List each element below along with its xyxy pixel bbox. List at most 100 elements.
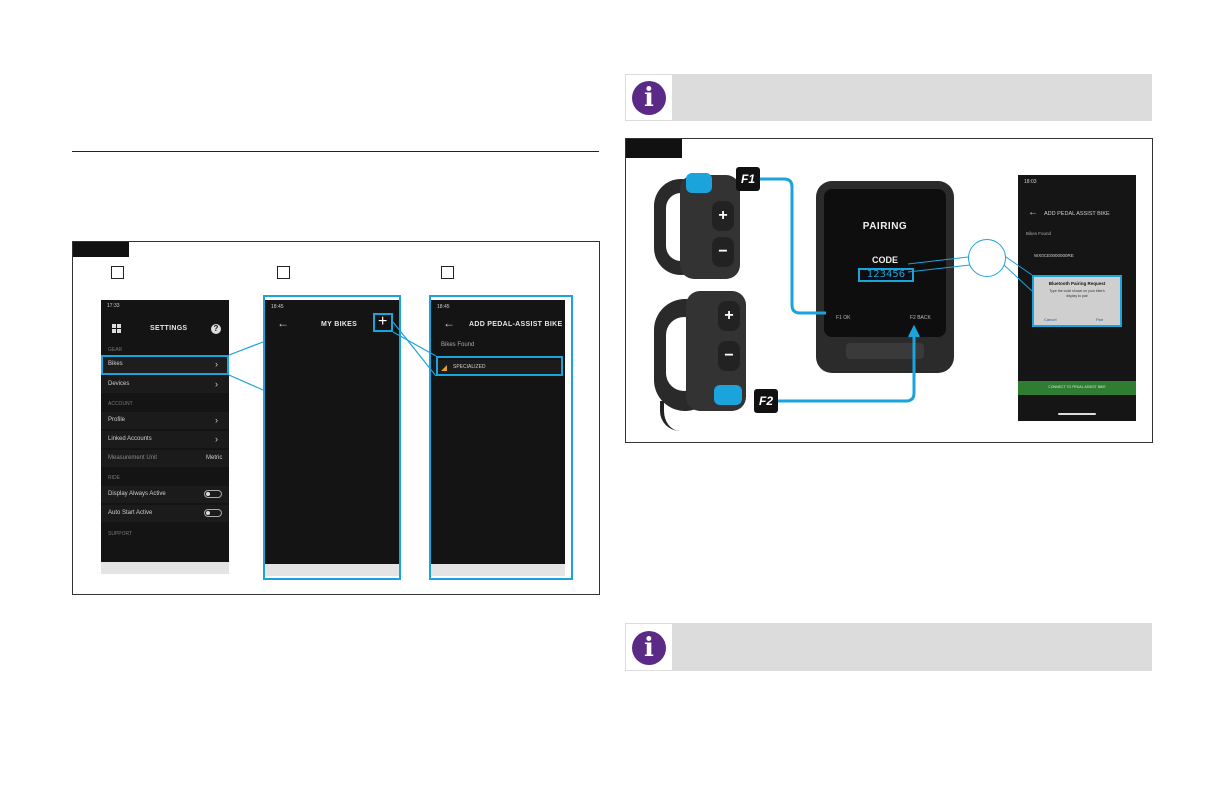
nav-bar	[265, 564, 399, 576]
section-header-bikes-found: Bikes Found	[441, 342, 475, 348]
plus-icon: +	[378, 313, 388, 330]
f2-badge: F2	[754, 389, 778, 413]
figure-frame-right: + − + − F1 F2 PAIRING CODE 123456 F1 OK …	[625, 138, 1153, 443]
page-title: MY BIKES	[321, 321, 358, 328]
row-value: Metric	[206, 455, 223, 461]
back-arrow-icon[interactable]: ←	[443, 316, 455, 330]
settings-row-display-active[interactable]: Display Always Active	[101, 486, 229, 503]
section-header-gear: GEAR	[108, 347, 123, 353]
settings-phone-screen: 17:33 SETTINGS ? GEAR Bikes › Devices › …	[101, 300, 229, 574]
section-header-account: ACCOUNT	[108, 401, 133, 407]
info-icon-box: i	[625, 74, 673, 121]
found-bike-name: SPECIALIZED	[453, 364, 486, 370]
display-line-pairing: PAIRING	[862, 221, 908, 232]
dialog-pair-button[interactable]: Pair	[1096, 317, 1104, 322]
page-title: ADD PEDAL ASSIST BIKE	[1044, 211, 1110, 217]
highlight-add-bike	[429, 295, 573, 580]
step-box-2	[277, 266, 290, 279]
f1-badge: F1	[736, 167, 760, 191]
info-note-top: i	[625, 74, 1152, 121]
connect-button[interactable]: CONNECT TO PEDAL ASSIST BIKE	[1018, 381, 1136, 395]
grid-icon[interactable]	[112, 324, 121, 333]
minus-button-icon[interactable]: −	[718, 341, 740, 371]
back-arrow-icon[interactable]: ←	[277, 316, 289, 330]
dialog-cancel-button[interactable]: Cancel	[1044, 317, 1057, 322]
pairing-dialog: Bluetooth Pairing Request Type the code …	[1032, 275, 1122, 327]
highlight-found-bike	[436, 356, 563, 376]
section-header-ride: RIDE	[108, 475, 120, 481]
callout-circle	[968, 239, 1006, 277]
dialog-body: Type the code shown on your bike's displ…	[1049, 289, 1105, 298]
status-time: 18:03	[1024, 179, 1037, 185]
status-time: 18:45	[437, 304, 450, 310]
toggle-switch[interactable]	[204, 509, 222, 517]
chevron-right-icon: ›	[215, 359, 218, 369]
highlight-bikes-row	[101, 355, 229, 375]
add-bike-phone-screen: 18:45 ← ADD PEDAL-ASSIST BIKE Bikes Foun…	[431, 300, 565, 576]
chevron-right-icon: ›	[215, 415, 218, 425]
page-title: SETTINGS	[150, 325, 188, 332]
plus-button-icon[interactable]: +	[718, 301, 740, 331]
section-header-bikes-found: Bikes Found	[1026, 231, 1052, 236]
signal-icon	[441, 365, 447, 371]
dialog-title: Bluetooth Pairing Request	[1048, 281, 1106, 286]
home-indicator	[1058, 413, 1096, 415]
found-bike-row[interactable]: SPECIALIZED	[433, 360, 563, 376]
remote-control-bottom: + −	[654, 291, 754, 431]
status-time: 17:33	[107, 303, 120, 309]
settings-row-bikes[interactable]: Bikes ›	[101, 356, 229, 373]
plus-button-icon[interactable]: +	[712, 201, 734, 231]
chevron-right-icon: ›	[215, 379, 218, 389]
connect-button-label: CONNECT TO PEDAL ASSIST BIKE	[1048, 385, 1106, 389]
step-box-1	[111, 266, 124, 279]
help-icon[interactable]: ?	[211, 324, 221, 334]
row-label: Measurement Unit	[108, 455, 158, 461]
f2-button[interactable]	[714, 385, 742, 405]
add-bike-button[interactable]: +	[373, 313, 393, 332]
settings-row-measurement[interactable]: Measurement Unit Metric	[101, 450, 229, 467]
settings-row-profile[interactable]: Profile ›	[101, 412, 229, 429]
remote-control-top: + −	[654, 171, 744, 281]
display-f2-label: F2 BACK	[910, 315, 931, 321]
toggle-switch[interactable]	[204, 490, 222, 498]
row-label: Bikes	[108, 361, 123, 367]
page-title: ADD PEDAL-ASSIST BIKE	[469, 321, 563, 328]
status-time: 18:45	[271, 304, 284, 310]
section-header-support: SUPPORT	[108, 531, 133, 537]
info-icon: i	[632, 81, 666, 115]
row-label: Devices	[108, 381, 130, 387]
highlight-my-bikes	[263, 295, 401, 580]
display-code-value: 123456	[858, 268, 914, 282]
figure-tab	[73, 242, 129, 257]
display-line-code: CODE	[871, 255, 898, 265]
step-box-3	[441, 266, 454, 279]
figure-frame-left: 17:33 SETTINGS ? GEAR Bikes › Devices › …	[72, 241, 600, 595]
remote-cable	[660, 401, 694, 431]
nav-bar	[431, 564, 565, 576]
row-label: Profile	[108, 417, 126, 423]
display-f1-label: F1 OK	[836, 315, 851, 321]
pairing-phone-screen: 18:03 ← ADD PEDAL ASSIST BIKE Bikes Foun…	[1018, 175, 1136, 421]
my-bikes-phone-screen: 18:45 ← MY BIKES	[265, 300, 399, 576]
settings-row-auto-start[interactable]: Auto Start Active	[101, 505, 229, 522]
row-label: Auto Start Active	[108, 510, 153, 516]
nav-bar	[101, 562, 229, 574]
display-bezel-bottom	[846, 343, 924, 359]
info-note-bottom: i	[625, 623, 1152, 671]
settings-row-devices[interactable]: Devices ›	[101, 376, 229, 393]
back-arrow-icon[interactable]: ←	[1028, 207, 1038, 218]
info-icon-box: i	[625, 623, 673, 671]
display-screen: PAIRING CODE 123456 F1 OK F2 BACK	[824, 189, 946, 337]
settings-row-linked-accounts[interactable]: Linked Accounts ›	[101, 431, 229, 448]
display-unit: PAIRING CODE 123456 F1 OK F2 BACK	[816, 181, 954, 373]
minus-button-icon[interactable]: −	[712, 237, 734, 267]
row-label: Display Always Active	[108, 491, 166, 497]
found-bike-name[interactable]: WX0CE0000000RE	[1034, 253, 1074, 258]
connector-lines	[228, 321, 437, 391]
connector-lines	[760, 177, 1033, 403]
f1-button[interactable]	[686, 173, 712, 193]
info-icon: i	[632, 631, 666, 665]
section-divider	[72, 151, 599, 152]
row-label: Linked Accounts	[108, 436, 152, 442]
chevron-right-icon: ›	[215, 434, 218, 444]
